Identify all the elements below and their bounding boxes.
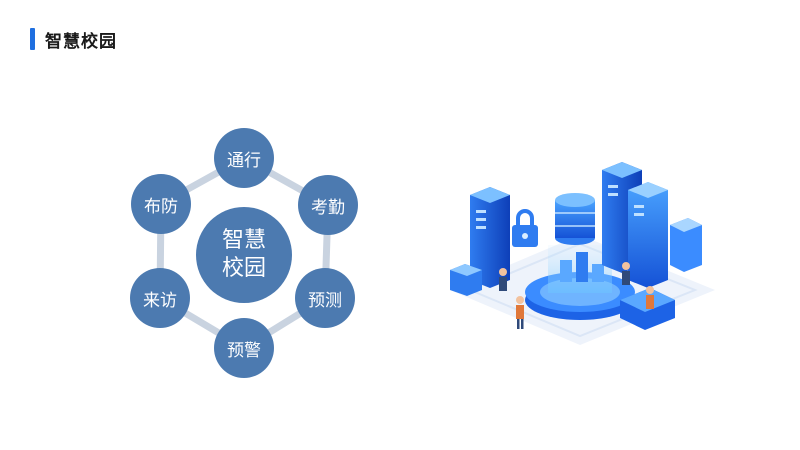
node-bufang[interactable]: 布防: [131, 174, 191, 234]
section-header: 智慧校园: [30, 28, 117, 52]
node-label: 预警: [227, 340, 261, 361]
node-yujing[interactable]: 预警: [214, 318, 274, 378]
node-label: 布防: [144, 196, 178, 217]
node-label: 预测: [308, 290, 342, 311]
node-label: 来访: [143, 290, 177, 311]
node-label: 考勤: [311, 197, 345, 218]
page-title: 智慧校园: [45, 31, 117, 52]
isometric-data-center-illustration: [450, 162, 715, 345]
node-kaoqin[interactable]: 考勤: [298, 175, 358, 235]
center-label-line1: 智慧: [221, 228, 266, 253]
center-label-line2: 校园: [221, 256, 266, 281]
center-node: 智慧 校园: [196, 207, 292, 303]
node-laifang[interactable]: 来访: [130, 268, 190, 328]
node-label: 通行: [227, 150, 261, 171]
header-accent-bar: [30, 28, 35, 50]
node-yuce[interactable]: 预测: [295, 268, 355, 328]
node-tongxing[interactable]: 通行: [214, 128, 274, 188]
